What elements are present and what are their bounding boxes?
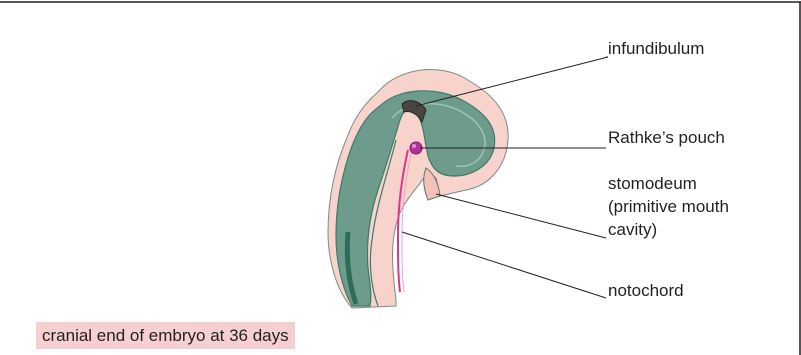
figure-caption: cranial end of embryo at 36 days: [36, 322, 295, 349]
label-infundibulum: infundibulum: [608, 37, 704, 60]
label-stomodeum-line2: (primitive mouth: [608, 195, 729, 218]
label-stomodeum: stomodeum (primitive mouth cavity): [608, 172, 729, 241]
label-stomodeum-line3: cavity): [608, 218, 729, 241]
label-stomodeum-line1: stomodeum: [608, 172, 729, 195]
leader-stomodeum: [436, 194, 606, 238]
leader-notochord: [402, 232, 606, 298]
label-rathke-pouch: Rathke’s pouch: [608, 126, 725, 149]
label-notochord: notochord: [608, 279, 684, 302]
rathke-pouch-highlight: [412, 144, 416, 148]
